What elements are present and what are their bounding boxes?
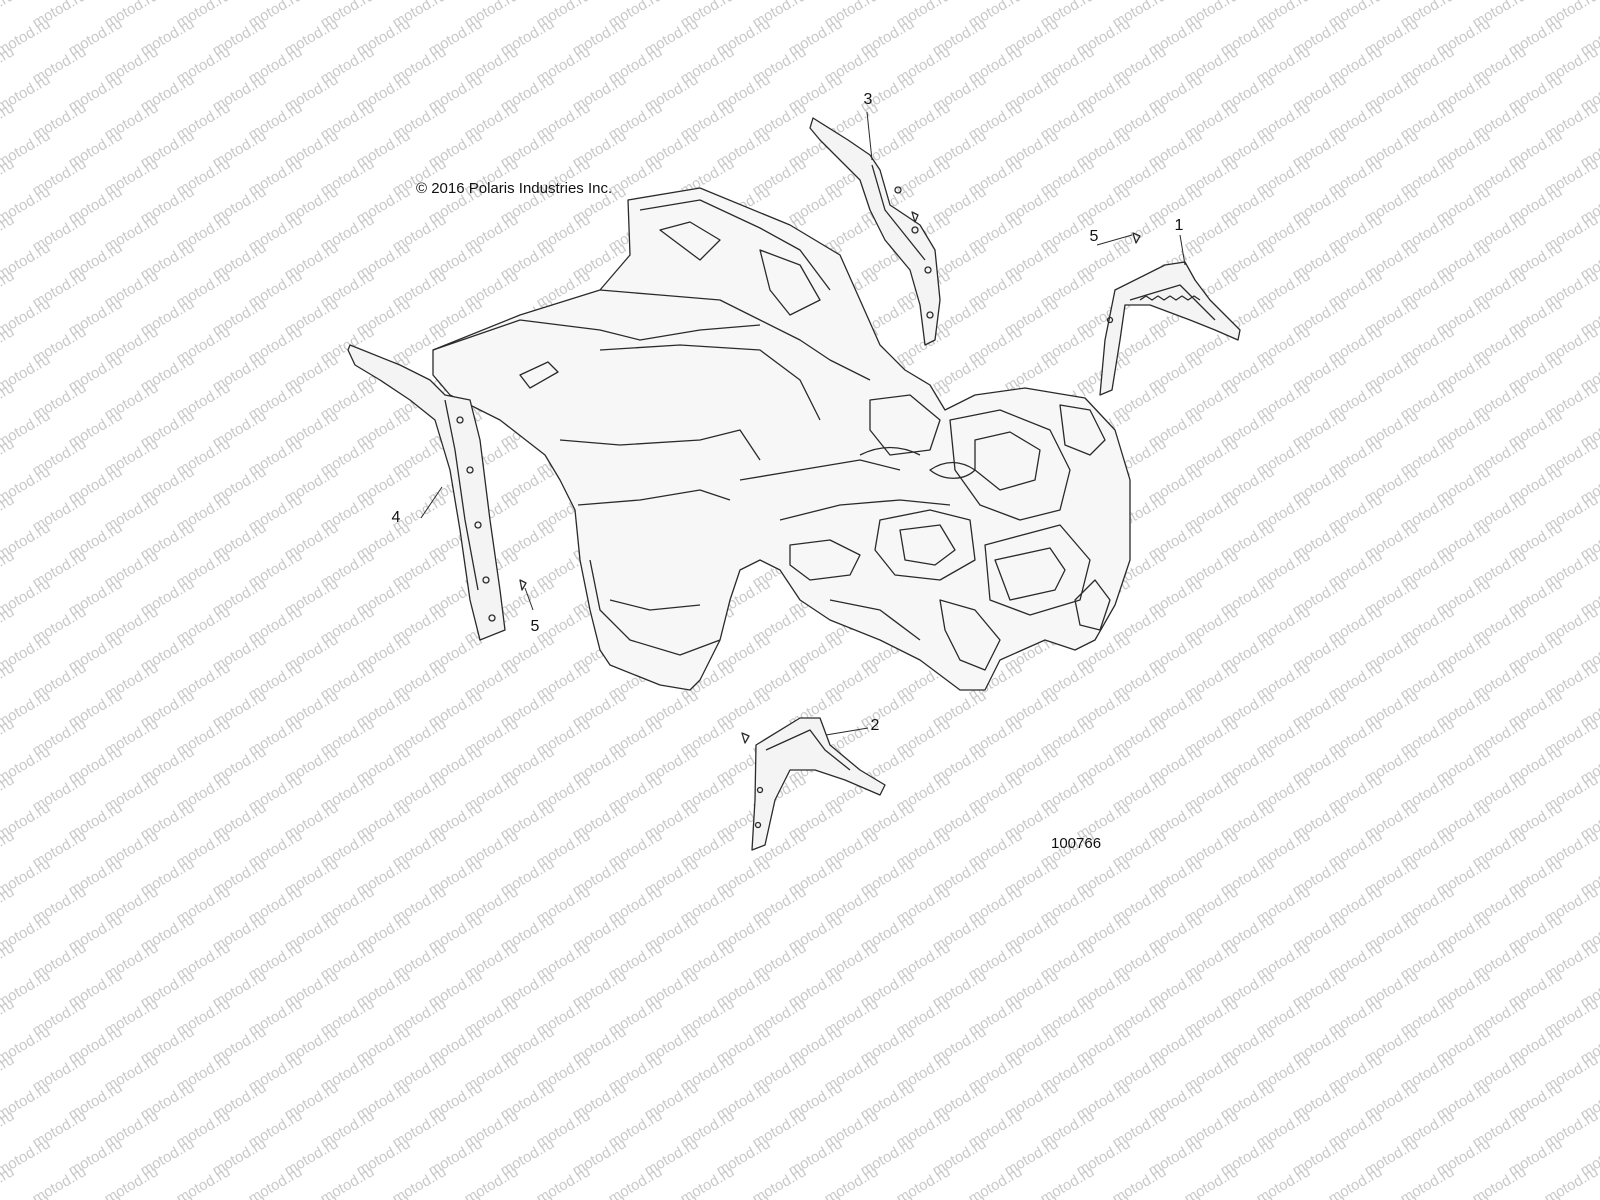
diagram-number: 100766 <box>1051 835 1102 852</box>
callout-part-5-lower: 5 <box>530 618 540 635</box>
callout-part-4: 4 <box>391 509 401 526</box>
part-1-fender-flare <box>1099 232 1241 396</box>
part-2-fender-flare <box>741 717 886 851</box>
callout-part-1: 1 <box>1174 217 1184 234</box>
callout-part-5-upper: 5 <box>1089 228 1099 245</box>
watermark-text: motod.ru <box>1578 0 1600 3</box>
rear-body-panel <box>432 187 1131 691</box>
callout-part-2: 2 <box>870 717 880 734</box>
copyright-notice: © 2016 Polaris Industries Inc. <box>416 180 613 197</box>
callout-part-3: 3 <box>863 91 873 108</box>
